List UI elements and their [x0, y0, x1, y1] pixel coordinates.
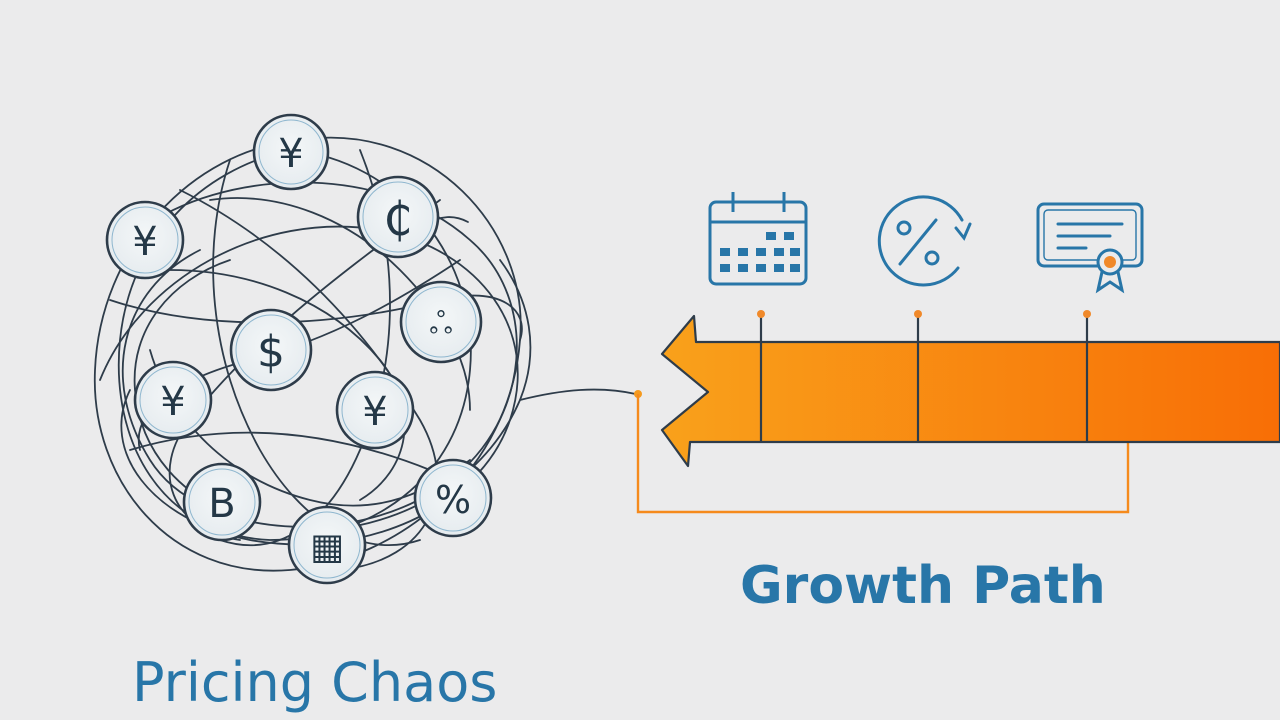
yen-glyph: ¥: [160, 379, 185, 425]
growth-arrow: [660, 314, 1280, 468]
milestone-markers: [759, 314, 1089, 442]
percent-glyph: %: [435, 478, 471, 522]
people-coin: ஃ: [399, 280, 483, 364]
yen-coin-top: ¥: [252, 113, 330, 191]
percent-coin: %: [413, 458, 493, 538]
yen-glyph: ¥: [278, 131, 303, 177]
dollar-coin: $: [229, 308, 313, 392]
cedi-glyph: ₵: [383, 192, 412, 246]
people-glyph: ஃ: [429, 307, 453, 342]
chip-glyph: ▦: [310, 527, 344, 568]
baht-glyph: B: [208, 481, 235, 527]
certificate-icon: [1036, 202, 1144, 294]
cedi-coin: ₵: [356, 175, 440, 259]
milestone-dots: [757, 310, 1091, 318]
orange-bracket-line: [636, 394, 1130, 514]
yen-coin-right: ¥: [335, 370, 415, 450]
yen-coin-left: ¥: [105, 200, 185, 280]
chip-coin: ▦: [287, 505, 367, 585]
yen-coin-mid: ¥: [133, 360, 213, 440]
growth-path-label: Growth Path: [740, 556, 1106, 616]
coin-cluster: ¥ ¥ ₵ $ ஃ: [105, 113, 493, 585]
baht-coin: B: [182, 462, 262, 542]
dollar-glyph: $: [257, 327, 285, 378]
yen-glyph: ¥: [132, 219, 157, 265]
yen-glyph: ¥: [362, 389, 387, 435]
percent-cycle-icon: [877, 195, 972, 287]
calendar-icon: [708, 192, 808, 286]
pricing-chaos-label: Pricing Chaos: [132, 651, 498, 714]
